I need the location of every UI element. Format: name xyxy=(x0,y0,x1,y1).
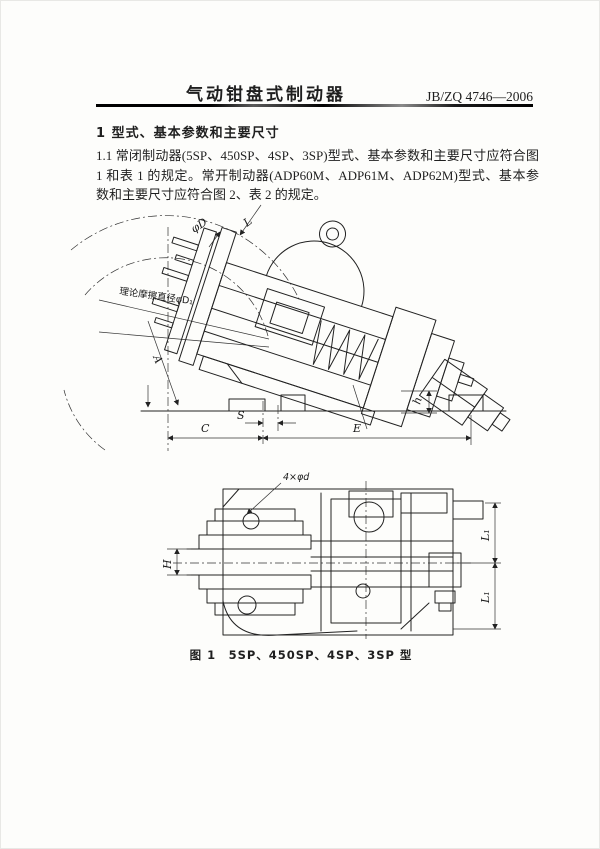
standard-number: JB/ZQ 4746—2006 xyxy=(426,89,533,104)
l1-upper-label: L₁ xyxy=(479,529,492,542)
c-dimension-label: C xyxy=(201,422,210,435)
disc-outer-arc xyxy=(70,215,301,302)
caliper-body xyxy=(151,220,475,428)
pin-hole xyxy=(355,583,371,599)
l1-lower-label: L₁ xyxy=(479,591,492,604)
pad-plate xyxy=(214,508,296,522)
header-rule xyxy=(96,104,533,107)
chamfer-line xyxy=(222,488,240,508)
drawing2-plan-view: H xyxy=(161,472,501,639)
base-foot-left xyxy=(280,394,306,412)
disc-inner-arc xyxy=(84,257,269,337)
figure-caption: 图 1 5SP、450SP、4SP、3SP 型 xyxy=(189,648,413,662)
l-dimension-line xyxy=(239,204,262,236)
friction-diameter-label: 理论摩擦直径φD₁ xyxy=(119,285,195,307)
a-dimension-line xyxy=(147,320,179,406)
cylinder-fitting xyxy=(434,590,456,604)
section-heading: 1 型式、基本参数和主要尺寸 xyxy=(96,126,280,141)
air-cylinder xyxy=(419,358,511,432)
h-dimension-label: h xyxy=(410,396,424,406)
base-foot-right xyxy=(448,394,484,412)
center-block xyxy=(330,498,402,624)
disc-lower-arc xyxy=(63,389,106,451)
detail-diagonal xyxy=(400,602,430,630)
body-paragraph: 1.1 常闭制动器(5SP、450SP、4SP、3SP)型式、基本参数和主要尺寸… xyxy=(96,148,539,202)
base-step xyxy=(228,398,266,412)
figure-1-drawing: L φD 理论摩擦直径φD₁ A xyxy=(63,204,511,639)
pad-plate xyxy=(198,574,312,590)
h2-dimension-label: H xyxy=(161,559,174,570)
top-mechanism xyxy=(348,490,394,518)
base-diagonal xyxy=(352,384,368,430)
right-arm xyxy=(452,500,484,520)
holes-label: 4×φd xyxy=(283,472,310,483)
holes-leader xyxy=(246,482,282,515)
cylinder-block xyxy=(428,552,462,588)
boot-curve xyxy=(222,600,358,636)
document-title: 气动钳盘式制动器 xyxy=(186,85,346,105)
friction-leader-upper xyxy=(98,299,270,340)
pad-plate xyxy=(214,602,296,616)
drawing1-side-view: L φD 理论摩擦直径φD₁ A xyxy=(63,204,511,451)
friction-leader-lower xyxy=(98,331,270,348)
pad-plate xyxy=(198,534,312,550)
e-dimension-label: E xyxy=(352,422,361,435)
cylinder-fitting xyxy=(438,602,452,612)
top-mechanism xyxy=(400,492,448,514)
s-dimension-label: S xyxy=(237,409,245,422)
mount-hole xyxy=(237,595,257,615)
housing-outline xyxy=(222,488,454,636)
phid-label: φD xyxy=(189,216,210,236)
